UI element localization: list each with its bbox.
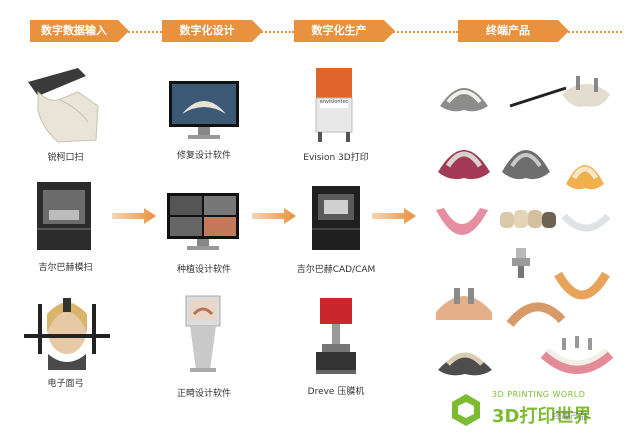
design-label: 正畸设计软件 xyxy=(176,389,231,399)
stage-digital-design: 数字化设计 xyxy=(162,20,263,42)
3d-printing-world-logo-icon xyxy=(452,394,480,426)
orange-arch-model-product xyxy=(554,271,610,300)
crown-bridge-product xyxy=(500,210,556,228)
restoration-software-monitor xyxy=(169,81,239,139)
connector-dots xyxy=(390,31,458,33)
cast-partial-denture-product xyxy=(502,150,550,180)
input-label: 锐柯口扫 xyxy=(47,153,84,163)
full-arch-implant-bridge-product xyxy=(540,336,614,374)
production-label: Dreve 压膜机 xyxy=(307,387,365,397)
clear-aligner-product xyxy=(562,213,610,232)
wax-denture-product xyxy=(566,165,604,190)
dreve-pressure-former xyxy=(316,298,356,374)
pink-gum-model-product xyxy=(436,208,488,235)
watermark-chinese: 3D打印世界 xyxy=(492,406,592,427)
implant-bar-product xyxy=(509,76,610,108)
flow-arrow xyxy=(112,208,156,224)
production-label: 吉尔巴赫CAD/CAM xyxy=(296,265,376,275)
implant-abutment-product xyxy=(512,248,530,278)
flow-arrow xyxy=(252,208,296,224)
design-label: 种植设计软件 xyxy=(176,265,231,275)
intraoral-scanner-image xyxy=(28,68,99,143)
input-label: 电子面弓 xyxy=(47,379,84,389)
watermark-english: 3D PRINTING WORLD xyxy=(492,390,586,399)
design-label: 修复设计软件 xyxy=(176,151,231,161)
watermark-caption: 终端产品 xyxy=(552,412,589,422)
evision-3d-printer-image xyxy=(315,68,353,142)
model-scanner-image xyxy=(37,182,91,250)
orthodontic-software-kiosk xyxy=(185,295,221,372)
implant-model-product xyxy=(436,288,492,320)
production-label: Evision 3D打印 xyxy=(303,153,369,163)
face-bow-image xyxy=(24,298,110,370)
stage-end-products: 终端产品 xyxy=(458,20,569,42)
device-brand: envisiontec xyxy=(319,99,349,105)
implant-software-monitor xyxy=(167,193,239,250)
cad-cam-milling-machine xyxy=(312,186,360,250)
denture-model-product xyxy=(440,88,488,112)
input-label: 吉尔巴赫模扫 xyxy=(38,263,93,273)
connector-dots xyxy=(258,31,294,33)
implant-denture-product xyxy=(438,352,492,376)
stage-data-input: 数字数据输入 xyxy=(30,20,129,42)
stage-digital-production: 数字化生产 xyxy=(294,20,395,42)
connector-dots xyxy=(564,31,622,33)
flow-arrow xyxy=(372,208,416,224)
zirconia-bridge-product xyxy=(506,302,566,327)
metal-palatal-frame-product xyxy=(438,150,490,180)
connector-dots xyxy=(124,31,162,33)
